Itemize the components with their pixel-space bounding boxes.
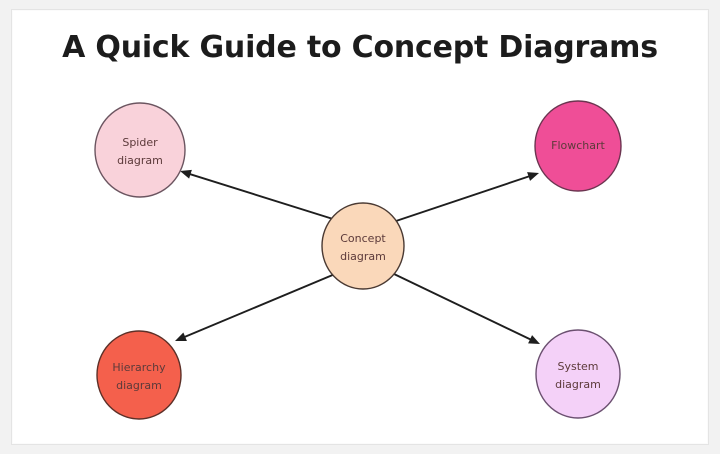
- node-label-line2: diagram: [117, 154, 163, 167]
- arrow-head-icon: [180, 169, 192, 179]
- node-system[interactable]: System diagram: [535, 329, 621, 419]
- edges-layer: [175, 169, 540, 344]
- arrow-head-icon: [175, 332, 187, 341]
- node-shape[interactable]: [534, 100, 622, 192]
- node-shape[interactable]: [535, 329, 621, 419]
- arrow-head-icon: [527, 172, 539, 181]
- edge-line: [182, 273, 336, 339]
- node-label: Concept: [340, 232, 386, 245]
- nodes-layer: SpiderdiagramFlowchartConceptdiagramHier…: [94, 100, 622, 420]
- node-shape[interactable]: [94, 102, 186, 198]
- edge-concept-to-flowchart: [395, 172, 539, 222]
- node-label: System: [557, 360, 598, 373]
- edge-line: [188, 172, 334, 220]
- edge-concept-to-hierarchy: [175, 273, 336, 341]
- edge-line: [395, 174, 531, 222]
- node-label: Spider: [122, 136, 158, 149]
- arrow-head-icon: [528, 335, 540, 344]
- edge-line: [393, 273, 533, 341]
- node-spider[interactable]: Spider diagram: [94, 102, 186, 198]
- node-shape[interactable]: [321, 202, 405, 290]
- edge-concept-to-spider: [180, 169, 334, 220]
- page-title: A Quick Guide to Concept Diagrams: [62, 30, 658, 65]
- edge-concept-to-system: [393, 273, 540, 344]
- node-concept[interactable]: Concept diagram: [321, 202, 405, 290]
- node-hierarchy[interactable]: Hierarchy diagram: [96, 330, 182, 420]
- node-label: Hierarchy: [112, 361, 166, 374]
- node-label-line2: diagram: [116, 379, 162, 392]
- node-label: Flowchart: [551, 139, 605, 152]
- node-shape[interactable]: [96, 330, 182, 420]
- node-label-line2: diagram: [340, 250, 386, 263]
- node-label-line2: diagram: [555, 378, 601, 391]
- node-flowchart[interactable]: Flowchart: [534, 100, 622, 192]
